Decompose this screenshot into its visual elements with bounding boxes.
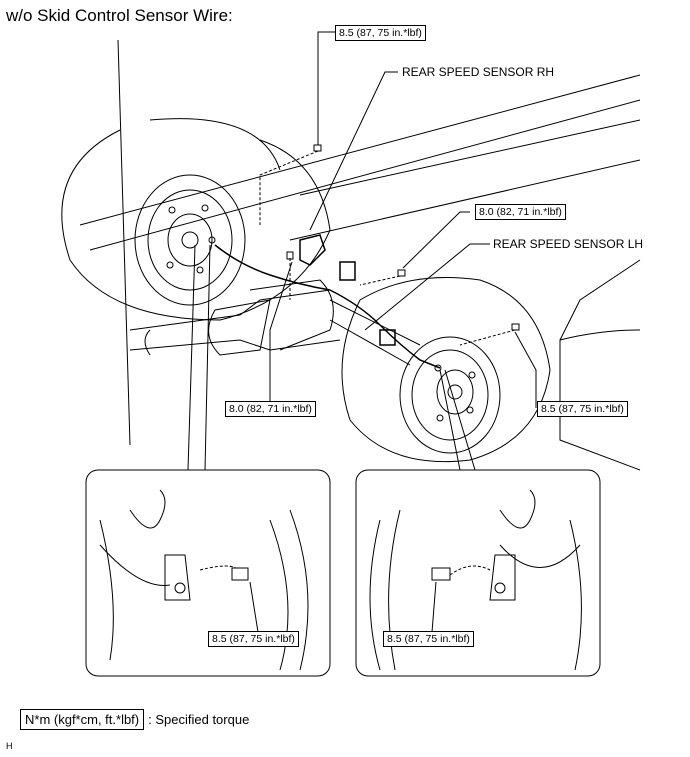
figure-id: H (6, 741, 13, 751)
legend-description: : Specified torque (148, 712, 250, 727)
torque-label-left-detail: 8.5 (87, 75 in.*lbf) (208, 631, 299, 647)
legend-unit-box: N*m (kgf*cm, ft.*lbf) (20, 709, 145, 730)
right-wheel (341, 277, 551, 463)
torque-label-mid-right: 8.0 (82, 71 in.*lbf) (475, 204, 566, 220)
torque-label-right: 8.5 (87, 75 in.*lbf) (537, 401, 628, 417)
left-wheel (61, 118, 331, 321)
rear-axle (129, 279, 421, 366)
detail-box-right (355, 469, 601, 677)
sensor-wire-harness (214, 234, 441, 369)
torque-label-top: 8.5 (87, 75 in.*lbf) (335, 25, 426, 41)
torque-legend: N*m (kgf*cm, ft.*lbf) : Specified torque (20, 709, 249, 730)
diagram-title: w/o Skid Control Sensor Wire: (6, 6, 233, 25)
detail-box-left (85, 469, 331, 677)
torque-label-right-detail: 8.5 (87, 75 in.*lbf) (383, 631, 474, 647)
rear-speed-sensor-rh-label: REAR SPEED SENSOR RH (402, 65, 555, 79)
rear-speed-sensor-lh-label: REAR SPEED SENSOR LH (493, 237, 644, 251)
torque-label-center: 8.0 (82, 71 in.*lbf) (225, 401, 316, 417)
bolt-dashed-lines (259, 150, 516, 346)
leader-lines (187, 31, 537, 471)
vehicle-body (79, 39, 641, 471)
